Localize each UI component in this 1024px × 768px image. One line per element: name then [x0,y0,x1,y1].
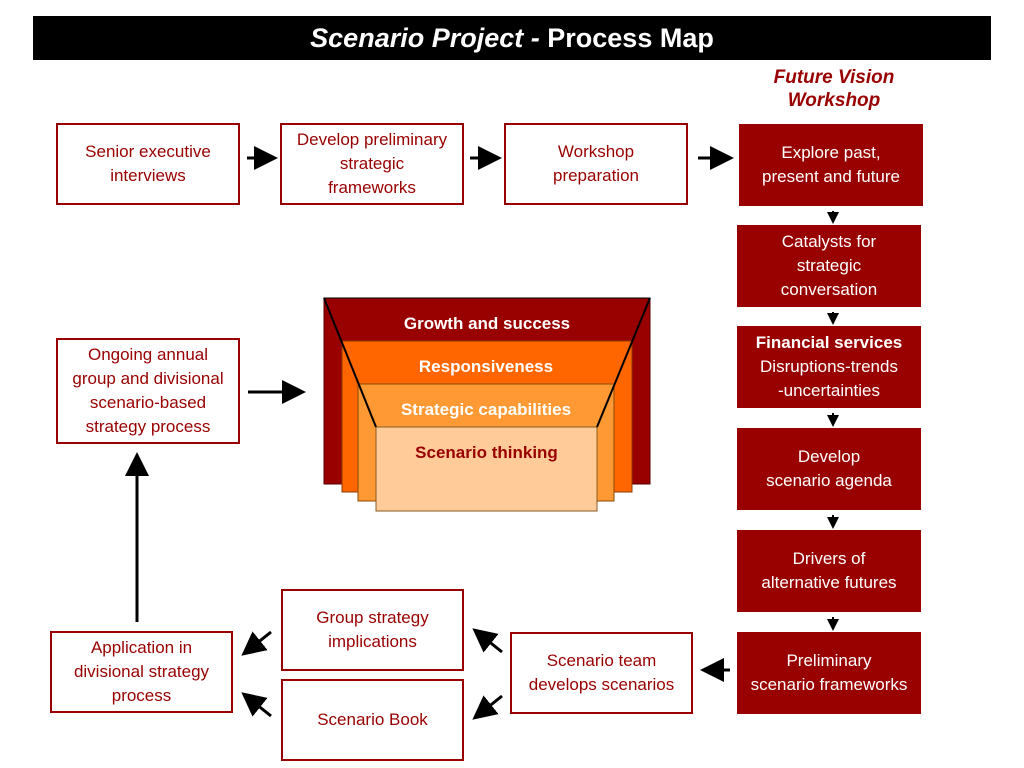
workshop-heading: Future Vision Workshop [740,66,928,112]
funnel-label-strategic: Strategic capabilities [358,400,614,420]
box-text-line: strategy process [85,417,211,436]
box-text-line: scenario frameworks [750,675,908,694]
application-box: Application in divisional strategy proce… [50,631,233,713]
box-text-line: preparation [552,166,639,185]
box-text-line: Disruptions-trends [760,357,898,376]
box-text-line: strategic [796,256,862,275]
drivers-box: Drivers of alternative futures [737,530,921,612]
box-text-line: scenario-based [89,393,207,412]
funnel-label-text: Scenario thinking [415,443,558,462]
scenario-team-box: Scenario team develops scenarios [510,632,693,714]
box-text-line: strategic [339,154,405,173]
develop-scenario-agenda-box: Develop scenario agenda [737,428,921,510]
catalysts-box: Catalysts for strategic conversation [737,225,921,307]
page-title: Scenario Project - Process Map [33,16,991,60]
box-text-line: -uncertainties [777,381,881,400]
funnel-label-text: Growth and success [403,314,571,333]
box-text-line: group and divisional [72,369,224,388]
workshop-heading-line: Future Vision [773,67,895,88]
box-text-line: Application in [90,638,193,657]
financial-services-box: Financial services Disruptions-trends -u… [737,326,921,408]
box-text-line: Financial services [755,333,903,352]
workshop-preparation-box: Workshop preparation [504,123,688,205]
box-text-line: Ongoing annual [87,345,209,364]
box-text-line: implications [328,632,417,651]
box-text-line: Drivers of [792,549,866,568]
workshop-heading-line: Workshop [787,90,881,111]
box-text-line: Catalysts for [781,232,877,251]
box-text-line: conversation [780,280,878,299]
box-text-line: Scenario team [546,651,657,670]
funnel-edge-left [323,297,377,428]
group-strategy-box: Group strategy implications [281,589,464,671]
box-text-line: interviews [110,166,186,185]
box-text-line: divisional strategy [73,662,210,681]
funnel-layer-scenario [375,426,598,512]
funnel-label-responsiveness: Responsiveness [358,357,614,377]
box-text-line: Develop preliminary [296,130,448,149]
box-text-line: Workshop [557,142,635,161]
preliminary-frameworks-box: Preliminary scenario frameworks [737,632,921,714]
funnel-label-scenario: Scenario thinking [376,443,597,463]
box-text-line: scenario agenda [766,471,892,490]
box-text-line: Explore past, [781,143,881,162]
senior-executive-interviews-box: Senior executive interviews [56,123,240,205]
title-main: Process Map [547,22,714,53]
funnel-label-text: Strategic capabilities [400,400,572,419]
box-text-line: Group strategy [316,608,429,627]
develop-frameworks-box: Develop preliminary strategic frameworks [280,123,464,205]
box-text-line: present and future [762,167,900,186]
box-text-line: process [111,686,172,705]
box-text-line: Develop [797,447,861,466]
box-text-line: frameworks [328,178,416,197]
title-italic: Scenario Project - [310,22,540,53]
box-text-line: alternative futures [761,573,897,592]
funnel-label-text: Responsiveness [418,357,554,376]
funnel-edge-right [596,297,651,428]
scenario-book-box: Scenario Book [281,679,464,761]
box-text-line: Preliminary [786,651,872,670]
box-text-line: Scenario Book [317,710,428,729]
ongoing-process-box: Ongoing annual group and divisional scen… [56,338,240,444]
funnel-label-growth: Growth and success [342,314,632,334]
explore-past-box: Explore past, present and future [739,124,923,206]
box-text-line: Senior executive [85,142,211,161]
box-text-line: develops scenarios [528,675,675,694]
